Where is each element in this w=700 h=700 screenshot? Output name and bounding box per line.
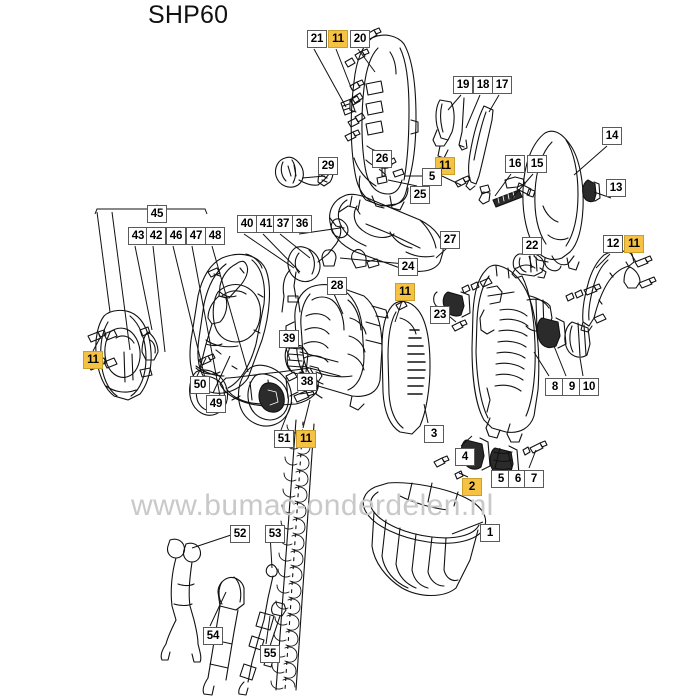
callout-13[interactable]: 13 xyxy=(606,179,626,197)
callout-11[interactable]: 11 xyxy=(83,351,103,369)
callout-1[interactable]: 1 xyxy=(480,524,500,542)
callout-26[interactable]: 26 xyxy=(372,150,392,168)
callout-5[interactable]: 5 xyxy=(422,168,442,186)
callout-36[interactable]: 36 xyxy=(292,215,312,233)
callout-10[interactable]: 10 xyxy=(579,378,599,396)
callout-54[interactable]: 54 xyxy=(203,627,223,645)
callout-12[interactable]: 12 xyxy=(603,235,623,253)
callout-15[interactable]: 15 xyxy=(527,155,547,173)
callout-37[interactable]: 37 xyxy=(273,215,293,233)
callout-11[interactable]: 11 xyxy=(395,283,415,301)
callout-4[interactable]: 4 xyxy=(455,448,475,466)
callout-19[interactable]: 19 xyxy=(453,76,473,94)
callout-3[interactable]: 3 xyxy=(424,425,444,443)
callout-46[interactable]: 46 xyxy=(166,227,186,245)
callout-11[interactable]: 11 xyxy=(624,235,644,253)
callout-38[interactable]: 38 xyxy=(297,373,317,391)
callout-25[interactable]: 25 xyxy=(410,186,430,204)
callout-47[interactable]: 47 xyxy=(186,227,206,245)
callout-29[interactable]: 29 xyxy=(318,157,338,175)
callout-52[interactable]: 52 xyxy=(230,525,250,543)
callout-17[interactable]: 17 xyxy=(492,76,512,94)
callout-48[interactable]: 48 xyxy=(205,227,225,245)
callout-20[interactable]: 20 xyxy=(350,30,370,48)
callout-51[interactable]: 51 xyxy=(274,430,294,448)
callout-45[interactable]: 45 xyxy=(147,205,167,223)
callout-24[interactable]: 24 xyxy=(398,258,418,276)
callout-40[interactable]: 40 xyxy=(237,215,257,233)
callout-50[interactable]: 50 xyxy=(190,376,210,394)
callout-41[interactable]: 41 xyxy=(256,215,276,233)
callout-49[interactable]: 49 xyxy=(206,395,226,413)
callout-18[interactable]: 18 xyxy=(473,76,493,94)
callout-55[interactable]: 55 xyxy=(260,645,280,663)
page-title: SHP60 xyxy=(148,1,229,29)
callout-21[interactable]: 21 xyxy=(307,30,327,48)
callout-28[interactable]: 28 xyxy=(327,277,347,295)
callout-16[interactable]: 16 xyxy=(505,155,525,173)
callout-11[interactable]: 11 xyxy=(296,430,316,448)
callout-11[interactable]: 11 xyxy=(328,30,348,48)
callout-14[interactable]: 14 xyxy=(602,127,622,145)
callout-39[interactable]: 39 xyxy=(279,330,299,348)
callout-5[interactable]: 5 xyxy=(491,470,511,488)
callout-22[interactable]: 22 xyxy=(522,237,542,255)
callout-23[interactable]: 23 xyxy=(430,306,450,324)
callout-7[interactable]: 7 xyxy=(524,470,544,488)
callout-43[interactable]: 43 xyxy=(128,227,148,245)
callout-42[interactable]: 42 xyxy=(146,227,166,245)
callout-27[interactable]: 27 xyxy=(440,231,460,249)
callout-53[interactable]: 53 xyxy=(265,525,285,543)
callout-2[interactable]: 2 xyxy=(462,478,482,496)
